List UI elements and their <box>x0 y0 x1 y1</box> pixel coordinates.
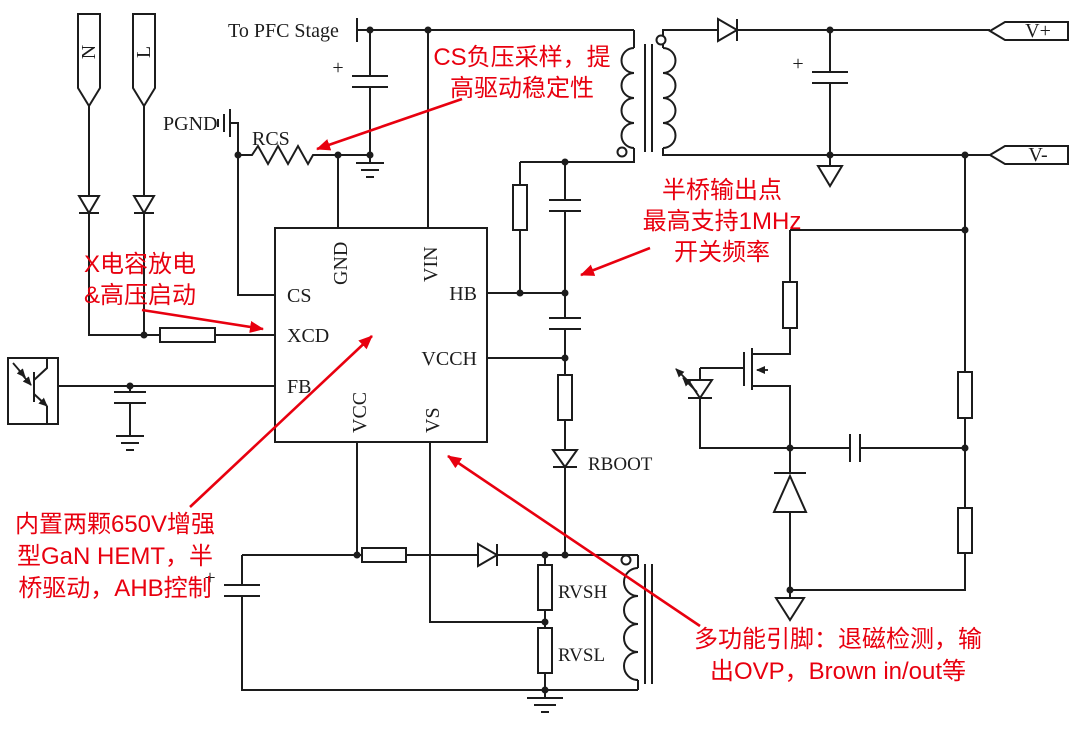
input-rectifier-diode-n <box>77 106 160 336</box>
annotation-gan-line2: 型GaN HEMT，半 <box>17 543 213 570</box>
feedback-regulator <box>675 155 973 622</box>
pin-label-gnd: GND <box>330 242 352 285</box>
opto-led-icon <box>686 379 714 400</box>
xcd-series-resistor <box>159 327 275 343</box>
output-terminal-vminus: V- <box>988 144 1069 166</box>
output-capacitor: + <box>792 30 848 155</box>
annotation-x-cap-arrow <box>141 308 264 333</box>
pgnd-label: PGND <box>163 113 217 135</box>
pgnd-ground: PGND <box>163 109 275 296</box>
aux-winding <box>620 554 653 690</box>
rvsl-label: RVSL <box>558 645 605 666</box>
pfc-input-rail: To PFC Stage <box>228 18 634 228</box>
pin-label-vcch: VCCH <box>421 348 477 370</box>
rboot-label: RBOOT <box>588 454 653 475</box>
pin-label-hb: HB <box>449 283 477 305</box>
vminus-label: V- <box>1028 144 1047 166</box>
light-arrow-icon <box>675 368 691 384</box>
pin-label-vin: VIN <box>420 246 442 282</box>
annotation-cs-sense: CS负压采样，提 高驱动稳定性 <box>316 44 611 151</box>
annotation-x-cap-line1: X电容放电 <box>84 251 196 278</box>
annotation-cs-sense-arrow <box>316 97 463 151</box>
annotation-gan-line1: 内置两颗650V增强 <box>15 511 215 538</box>
bulk-capacitor: + <box>332 30 388 155</box>
main-transformer <box>520 29 990 163</box>
output-terminal-vplus: V+ <box>988 20 1069 42</box>
vplus-label: V+ <box>1025 20 1051 42</box>
pin-label-vcc: VCC <box>349 392 371 433</box>
polarity-dot <box>655 34 667 46</box>
annotation-half-bridge-line3: 开关频率 <box>674 239 770 266</box>
annotation-cs-sense-line2: 高驱动稳定性 <box>450 75 594 102</box>
annotation-gan-arrow <box>189 335 373 508</box>
terminal-n-label: N <box>78 45 100 59</box>
vcc-capacitor-plus: + <box>204 567 215 589</box>
annotation-multi-pin: 多功能引脚：退磁检测，输 出OVP，Brown in/out等 <box>447 454 982 685</box>
bulk-capacitor-plus: + <box>332 57 343 79</box>
light-arrow-icon <box>18 370 32 386</box>
pin-label-cs: CS <box>287 285 311 307</box>
annotation-multi-pin-arrow <box>447 454 701 628</box>
fb-network <box>58 385 275 451</box>
vcc-supply-network: + <box>204 442 638 691</box>
rvsh-label: RVSH <box>558 582 607 603</box>
input-terminal-n: N <box>77 13 101 108</box>
junction-dots <box>126 26 969 694</box>
polarity-dot <box>620 554 632 566</box>
annotation-multi-pin-line1: 多功能引脚：退磁检测，输 <box>694 626 982 653</box>
output-rectifier-diode <box>717 17 739 43</box>
annotation-half-bridge-arrow <box>580 246 651 277</box>
rcs-current-sense: RCS <box>238 128 370 228</box>
annotation-gan: 内置两颗650V增强 型GaN HEMT，半 桥驱动，AHB控制 <box>15 335 373 602</box>
polarity-dot <box>616 146 628 158</box>
vs-sense-wire <box>429 442 545 623</box>
pin-label-xcd: XCD <box>287 325 329 347</box>
ground-triangle-icon <box>774 597 806 622</box>
light-arrow-icon <box>682 377 698 393</box>
annotation-gan-line3: 桥驱动，AHB控制 <box>18 575 211 602</box>
controller-ic: CS XCD FB HB VCCH GND VIN VCC VS <box>274 227 488 443</box>
terminal-l-label: L <box>133 46 155 58</box>
shunt-regulator-icon <box>772 473 808 513</box>
hb-node-network <box>487 162 581 294</box>
pin-label-vs: VS <box>422 407 444 433</box>
to-pfc-stage-label: To PFC Stage <box>228 20 339 42</box>
annotation-half-bridge: 半桥输出点 最高支持1MHz 开关频率 <box>580 177 802 277</box>
secondary-ground <box>816 155 844 188</box>
annotation-half-bridge-line1: 半桥输出点 <box>662 177 782 204</box>
fb-optocoupler <box>7 357 59 425</box>
output-capacitor-plus: + <box>792 53 803 75</box>
annotation-multi-pin-line2: 出OVP，Brown in/out等 <box>710 658 966 685</box>
input-terminal-l: L <box>132 13 156 108</box>
rvs-divider: RVSH RVSL <box>537 555 607 690</box>
bootstrap-network: RBOOT <box>487 293 653 555</box>
rcs-label: RCS <box>252 128 290 150</box>
annotation-x-cap-line2: &高压启动 <box>84 282 196 309</box>
annotation-half-bridge-line2: 最高支持1MHz <box>643 208 802 235</box>
pin-label-fb: FB <box>287 376 311 398</box>
input-rectifier-diode-l <box>132 106 156 335</box>
annotation-cs-sense-line1: CS负压采样，提 <box>433 44 610 71</box>
annotation-x-cap: X电容放电 &高压启动 <box>84 251 264 333</box>
